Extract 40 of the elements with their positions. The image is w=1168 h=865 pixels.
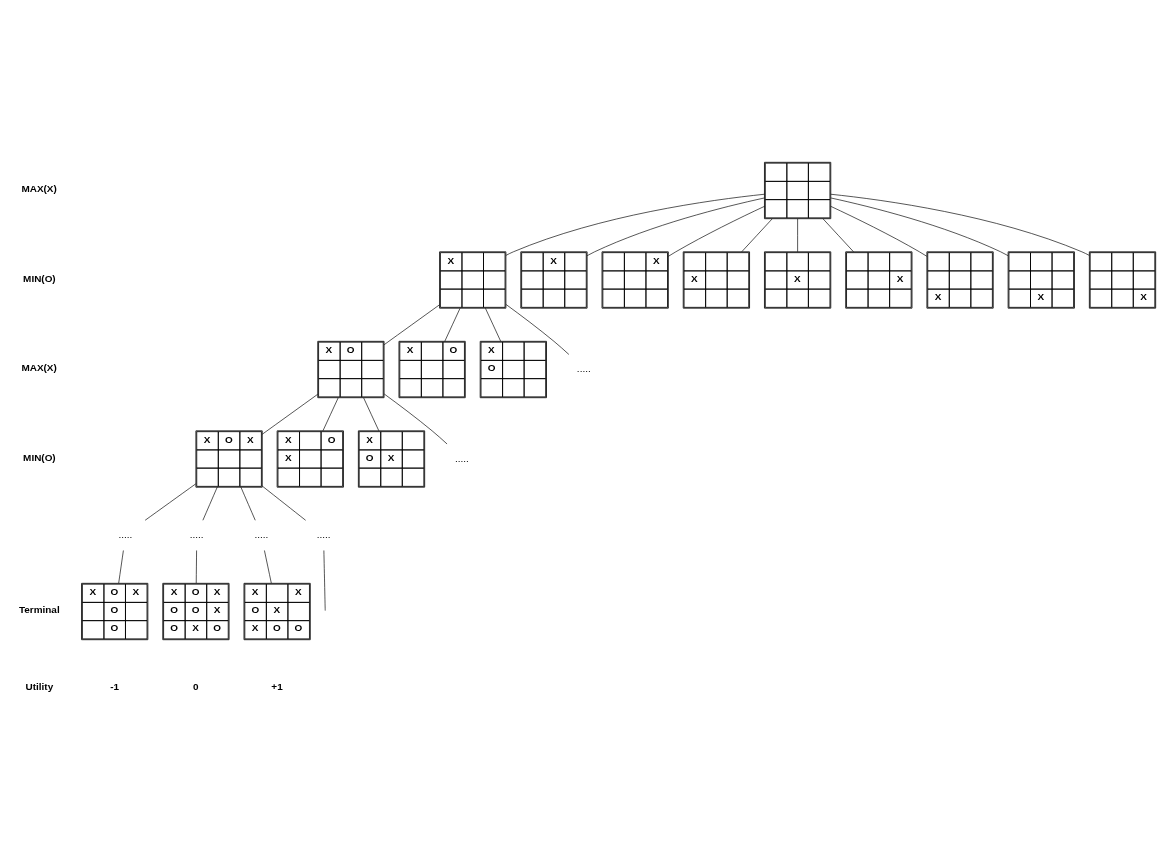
connector [262,485,306,521]
node-text: ..... [189,528,204,540]
label: Terminal [18,604,60,616]
connector [505,304,570,355]
connector [202,486,218,521]
connector [144,483,197,521]
connector [262,394,318,435]
label: MAX(X) [21,183,57,195]
connector [240,486,256,521]
connector [797,218,798,253]
connector [195,550,197,584]
connector [264,550,272,584]
node-text: ..... [455,452,469,464]
connector [822,218,854,253]
label: +1 [271,680,283,692]
connector [444,308,461,342]
connector [363,397,380,432]
connector [586,197,765,256]
connector [485,308,501,342]
connector [830,206,928,257]
label: MAX(X) [21,362,57,374]
connector [668,206,765,257]
connector [322,397,339,432]
node-text: ..... [118,528,133,540]
label: MIN(O) [23,272,56,284]
connector [118,550,124,584]
label: 0 [193,680,199,692]
connector [505,193,765,256]
node-text: ..... [254,528,269,540]
connector [323,550,326,611]
node-text: ..... [576,363,591,375]
label: MIN(O) [23,451,56,463]
connector [830,197,1009,256]
label: -1 [110,680,119,692]
node-text: ..... [316,528,331,540]
connector [383,304,440,346]
connector [383,393,448,445]
connector [741,218,773,253]
connector [830,193,1090,256]
label: Utility [25,680,54,692]
